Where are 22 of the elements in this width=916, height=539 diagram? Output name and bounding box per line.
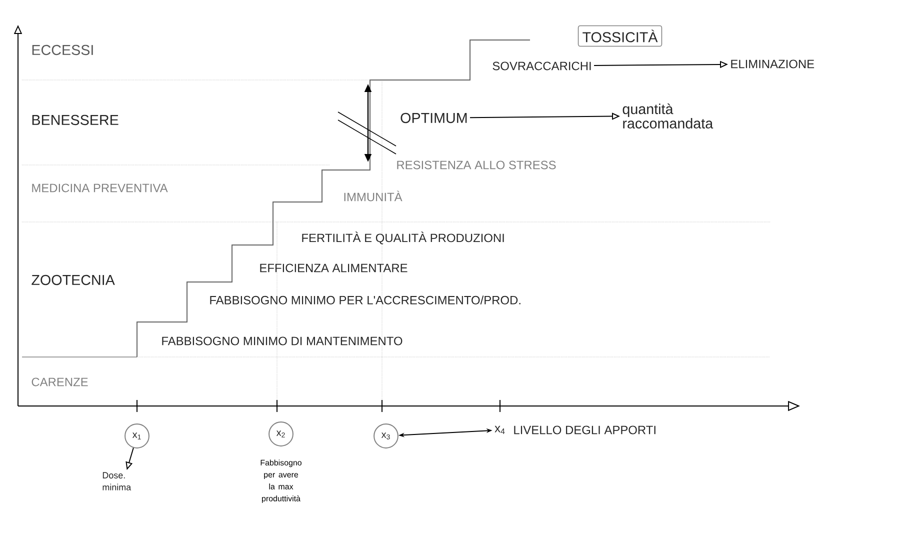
text-label: FABBISOGNO MINIMO PER L'ACCRESCIMENTO/PROD.	[210, 296, 520, 304]
text-label: EFFICIENZA ALIMENTARE	[260, 264, 408, 272]
text-label: RESISTENZA ALLO STRESS	[397, 160, 556, 170]
text-label: BENESSERE	[32, 114, 118, 126]
circled-variable: x$_{1}$	[124, 424, 150, 448]
text-label: quantità raccomandata	[622, 103, 714, 129]
text-label: SOVRACCARICHI	[492, 62, 591, 70]
text-label: LIVELLO DEGLI APPORTI	[514, 426, 656, 434]
text-label: ECCESSI	[32, 44, 93, 56]
circled-variable: x$_{2}$	[268, 422, 294, 446]
text-label: FABBISOGNO MINIMO DI MANTENIMENTO	[162, 336, 402, 346]
tag-box: TOSSICITÀ	[578, 25, 662, 47]
text-label: Dose. minima	[102, 472, 132, 490]
circled-variable: x$_{3}$	[374, 424, 398, 448]
text-label: CARENZE	[32, 378, 88, 386]
text-label: ELIMINAZIONE	[731, 60, 814, 68]
text-label: IMMUNITÀ	[344, 190, 402, 202]
text-label: x$_{4}$	[494, 426, 505, 434]
text-label: FERTILITÀ E QUALITÀ PRODUZIONI	[302, 232, 504, 244]
text-label: ZOOTECNIA	[32, 274, 115, 286]
text-label: OPTIMUM	[400, 112, 467, 124]
text-label: MEDICINA PREVENTIVA	[32, 184, 168, 192]
